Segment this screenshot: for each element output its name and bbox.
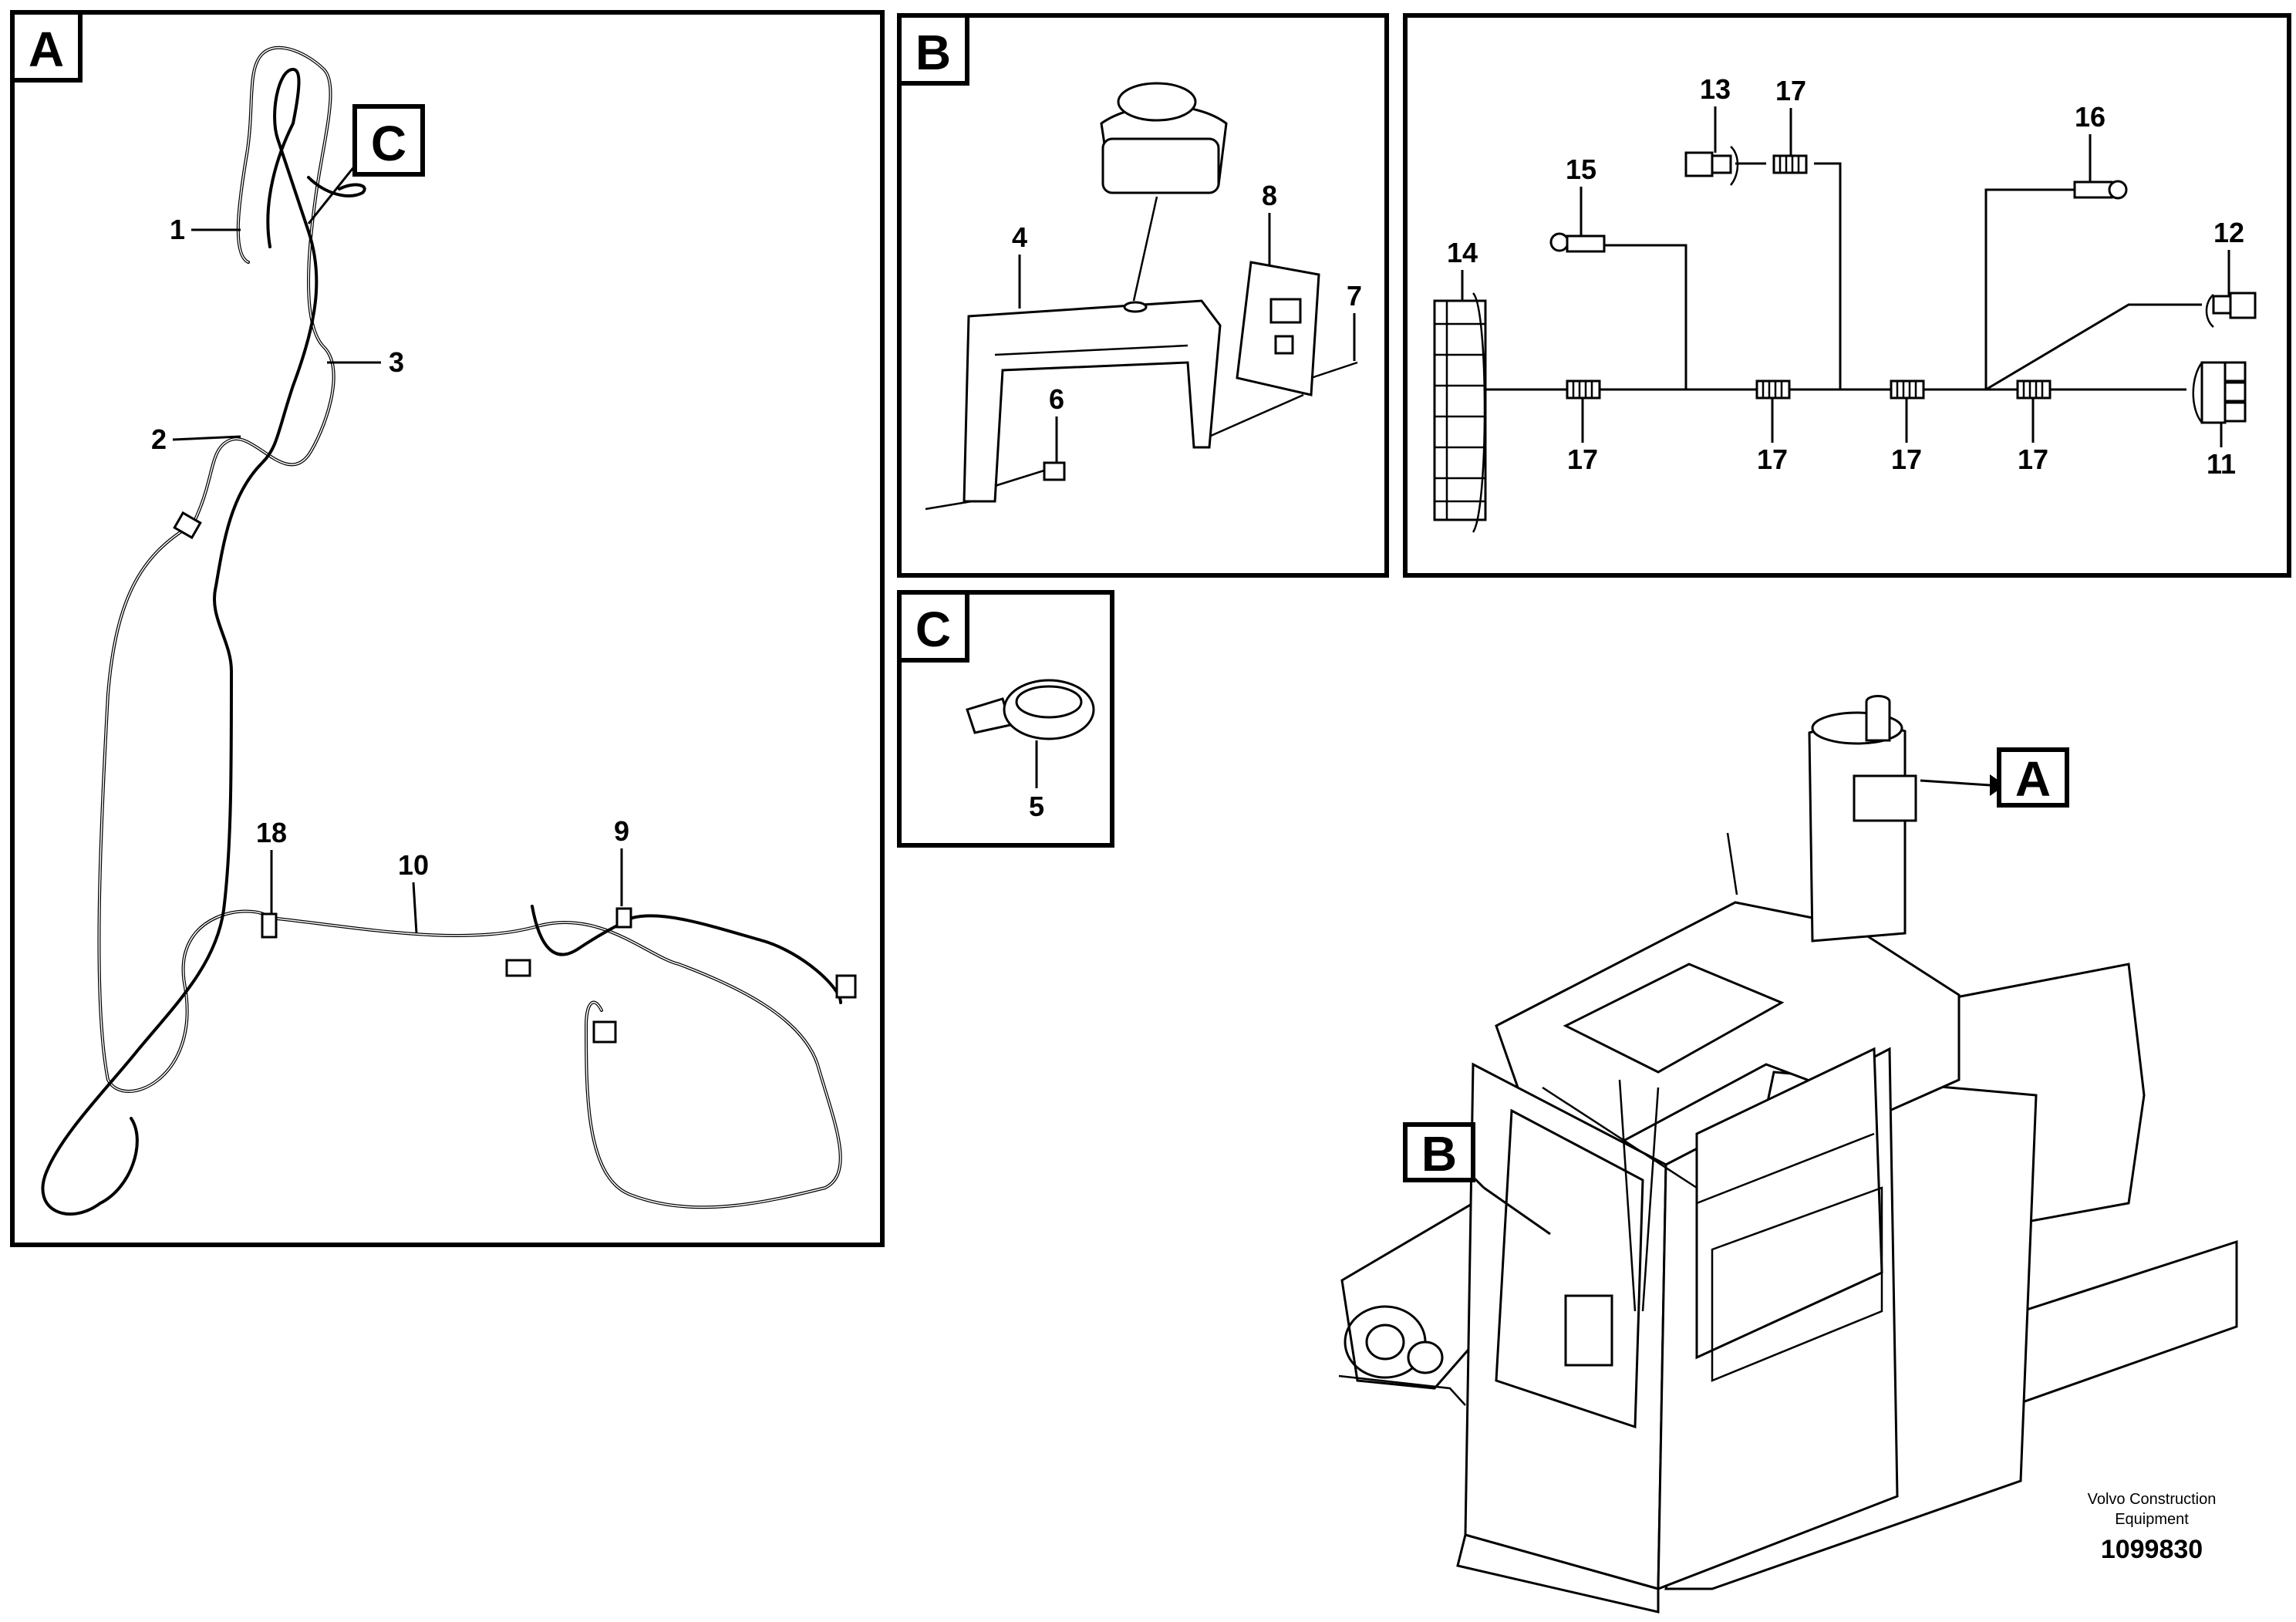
mounting-bracket-icon xyxy=(925,299,1222,511)
schematic-frame xyxy=(1403,13,2291,578)
panel-b-tag: B xyxy=(915,25,951,80)
harness-clip-icon xyxy=(615,907,632,929)
bulb-connector-icon xyxy=(1549,232,1606,253)
inline-splice-icon xyxy=(1772,154,1808,174)
callout-11: 11 xyxy=(2207,448,2236,480)
inline-splice-icon xyxy=(1755,379,1791,400)
branch-line xyxy=(1814,162,1842,389)
panel-a: A C 1 2 3 9 10 18 xyxy=(10,10,885,1247)
multi-pin-connector-icon xyxy=(2192,361,2247,424)
plug-connector-icon xyxy=(2205,292,2257,328)
panel-a-frame xyxy=(10,10,885,1247)
overview-tag-b: B xyxy=(1421,1126,1457,1182)
boom-pivot xyxy=(1340,1201,1490,1390)
beacon-lamp-icon xyxy=(1100,82,1228,302)
callout-5: 5 xyxy=(1029,791,1044,822)
schematic-panel: 13 17 16 15 12 14 17 17 17 17 11 xyxy=(1403,13,2291,578)
harness-clamp-icon xyxy=(261,912,278,939)
panel-c-tag-box xyxy=(897,590,969,663)
harness-connector-icon xyxy=(173,511,202,540)
callout-15: 15 xyxy=(1566,153,1596,185)
panel-b-tag-box xyxy=(897,13,969,86)
panel-a-tag-box xyxy=(10,10,83,83)
company-name: Volvo Construction xyxy=(2088,1491,2217,1508)
drawing-number: 1099830 xyxy=(2101,1535,2203,1564)
panel-c: C 5 xyxy=(897,590,1114,848)
branch-line xyxy=(1984,188,2075,389)
callout-2: 2 xyxy=(151,423,167,455)
terminal-strip-icon xyxy=(1433,292,1487,533)
panel-a-tag: A xyxy=(29,22,64,77)
leader-line xyxy=(412,882,418,934)
callout-4: 4 xyxy=(1012,221,1027,253)
callout-17-top: 17 xyxy=(1775,75,1806,106)
callout-13: 13 xyxy=(1700,73,1731,105)
callout-14: 14 xyxy=(1447,237,1478,268)
company-name-line2: Equipment xyxy=(2115,1511,2189,1528)
harness-connector-icon xyxy=(835,974,857,999)
inline-splice-icon xyxy=(1890,379,1925,400)
leader-line xyxy=(1920,779,1991,787)
callout-17-b: 17 xyxy=(1757,443,1788,475)
branch-line xyxy=(1604,244,1687,389)
callout-1: 1 xyxy=(170,214,185,245)
overview-tag-a-box xyxy=(1997,747,2069,808)
callout-6: 6 xyxy=(1049,383,1064,415)
callout-8: 8 xyxy=(1262,180,1277,211)
callout-17-c: 17 xyxy=(1891,443,1922,475)
inline-splice-icon xyxy=(1566,379,1601,400)
callout-3: 3 xyxy=(389,346,404,378)
machine-overview: A B xyxy=(1338,695,2238,1614)
callout-17-d: 17 xyxy=(2018,443,2048,475)
callout-9: 9 xyxy=(614,815,629,847)
leader-line xyxy=(172,435,241,441)
screw-icon xyxy=(994,461,1066,487)
operator-cab xyxy=(1456,901,1961,1614)
leader-line xyxy=(1483,1186,1551,1236)
drawing-footer: Volvo Construction Equipment 1099830 xyxy=(2088,1491,2217,1564)
callout-17-a: 17 xyxy=(1567,443,1598,475)
leader-line xyxy=(307,165,356,224)
bulb-connector-icon xyxy=(2073,180,2128,200)
panel-a-inset-tag: C xyxy=(371,116,406,171)
panel-a-inset-tag-box xyxy=(352,104,425,177)
branch-line xyxy=(1985,303,2202,391)
callout-16: 16 xyxy=(2075,101,2106,133)
control-box-icon xyxy=(1853,774,1917,822)
panel-b: B 4 6 7 xyxy=(897,13,1389,578)
wiring-harness xyxy=(41,46,857,1216)
overview-tag-b-box xyxy=(1403,1122,1475,1182)
control-panel-icon xyxy=(1210,261,1358,437)
callout-10: 10 xyxy=(398,849,429,881)
p-clamp-icon xyxy=(966,679,1095,740)
inline-splice-icon xyxy=(2016,379,2052,400)
harness-connector-icon xyxy=(505,959,531,977)
beacon-icon xyxy=(1865,695,1891,742)
harness-connector-icon xyxy=(592,1020,617,1044)
callout-12: 12 xyxy=(2213,217,2244,248)
frame-line xyxy=(1338,1374,1466,1406)
callout-18: 18 xyxy=(256,817,287,848)
overview-tag-a: A xyxy=(2015,751,2051,807)
callout-7: 7 xyxy=(1347,280,1362,312)
rear-column xyxy=(1726,695,1917,943)
panel-c-tag: C xyxy=(915,602,951,657)
plug-connector-icon xyxy=(1684,146,1739,186)
